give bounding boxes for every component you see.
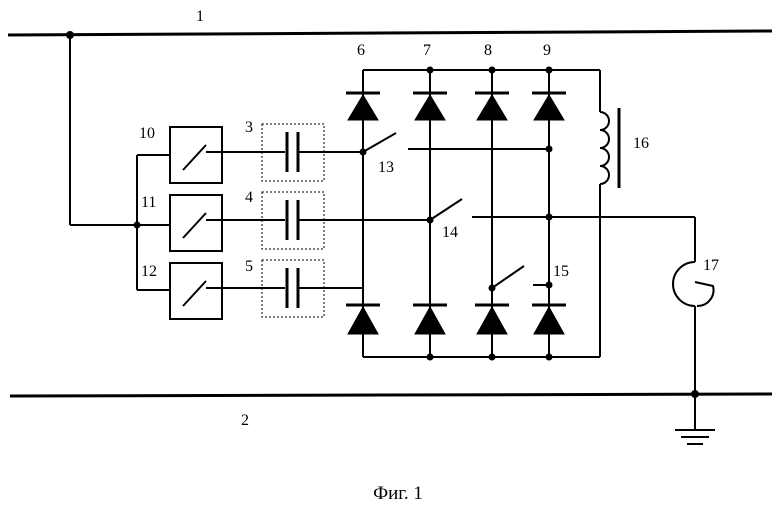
junction-dot — [691, 390, 699, 398]
bus-line-bottom — [9, 392, 773, 398]
diode-top-9 — [532, 91, 566, 121]
label-cap-3: 3 — [245, 119, 253, 136]
switch-14 — [426, 198, 695, 224]
label-bus-bottom: 2 — [241, 412, 249, 429]
diode-bottom-7 — [413, 303, 447, 335]
switch-15 — [488, 265, 553, 292]
bus-line-top — [7, 29, 773, 37]
label-switch-14: 14 — [442, 224, 458, 241]
label-inductor-16: 16 — [633, 135, 649, 152]
spark-gap-17 — [672, 261, 696, 307]
switch-12 — [169, 262, 223, 320]
label-col-8: 8 — [484, 42, 492, 59]
diode-top-8 — [475, 91, 509, 121]
ground-icon — [675, 429, 715, 445]
junction-dot — [426, 66, 434, 74]
label-col-6: 6 — [357, 42, 365, 59]
spark-gap-17-lower — [694, 281, 715, 308]
diode-bottom-8 — [475, 303, 509, 335]
label-gap-17: 17 — [703, 257, 719, 274]
diode-bottom-9 — [532, 303, 566, 335]
diode-top-7 — [413, 91, 447, 121]
diode-bottom-6 — [346, 303, 380, 335]
label-bus-top: 1 — [196, 8, 204, 25]
label-switch-11: 11 — [141, 194, 156, 211]
label-cap-4: 4 — [245, 189, 253, 206]
label-switch-12: 12 — [141, 263, 157, 280]
label-cap-5: 5 — [245, 258, 253, 275]
switch-13 — [359, 132, 553, 156]
label-switch-13: 13 — [378, 159, 394, 176]
junction-dot — [133, 221, 141, 229]
junction-dot — [488, 66, 496, 74]
label-col-7: 7 — [423, 42, 431, 59]
inductor-16 — [599, 111, 610, 185]
junction-dot — [545, 66, 553, 74]
junction-dot — [488, 353, 496, 361]
label-col-9: 9 — [543, 42, 551, 59]
junction-dot — [426, 353, 434, 361]
figure-caption: Фиг. 1 — [373, 483, 423, 504]
diode-top-6 — [346, 91, 380, 121]
junction-dot — [66, 31, 74, 39]
junction-dot — [545, 353, 553, 361]
switch-11 — [169, 194, 223, 252]
switch-10 — [169, 126, 223, 184]
label-switch-15: 15 — [553, 263, 569, 280]
label-switch-10: 10 — [139, 125, 155, 142]
